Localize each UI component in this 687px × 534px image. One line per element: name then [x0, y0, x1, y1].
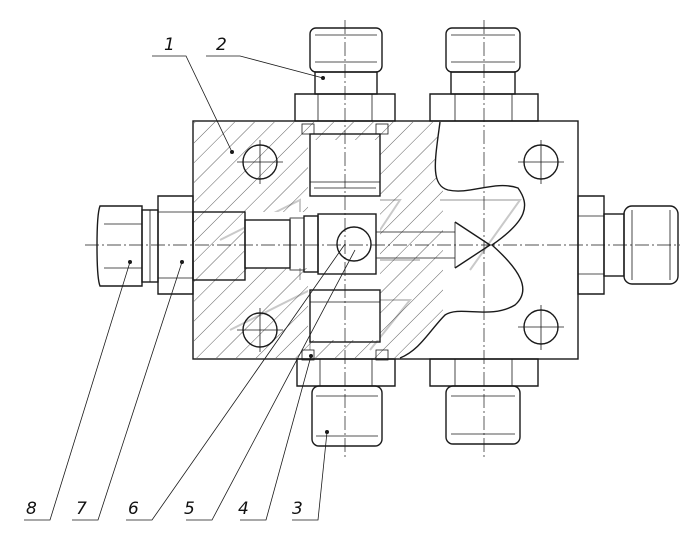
ball-valve	[317, 213, 455, 275]
callout-labels: 1 2 3 4 5 6 7 8	[26, 35, 303, 519]
top-fitting	[294, 27, 396, 197]
callout-7: 7	[76, 499, 87, 519]
callout-5: 5	[184, 499, 195, 519]
callout-2: 2	[216, 35, 227, 55]
callout-6: 6	[128, 499, 139, 519]
callout-3: 3	[292, 499, 303, 519]
left-plug	[96, 195, 319, 295]
top-right-fitting	[429, 27, 539, 122]
bottom-right-fitting	[429, 358, 539, 445]
callout-8: 8	[26, 499, 37, 519]
ball	[336, 226, 372, 262]
callout-4: 4	[238, 499, 249, 519]
leader-lines	[24, 55, 356, 521]
callout-1: 1	[164, 35, 175, 55]
bottom-fitting	[296, 289, 396, 447]
valve-body	[192, 120, 579, 360]
right-fitting	[577, 195, 679, 295]
